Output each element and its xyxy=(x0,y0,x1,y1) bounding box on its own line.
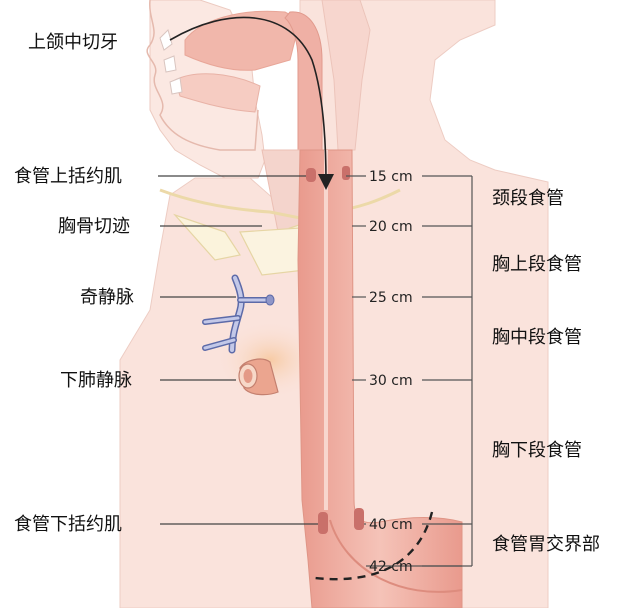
label-inferior-pulmonary-vein: 下肺静脉 xyxy=(60,370,132,391)
segment-cervical: 颈段食管 xyxy=(492,188,564,209)
distance-30cm: 30 cm xyxy=(369,373,413,389)
right-leader-lines xyxy=(346,175,473,567)
pulmonary-vein-shape xyxy=(238,358,279,396)
label-upper-incisors: 上颌中切牙 xyxy=(28,32,118,53)
esophagus-shape xyxy=(297,149,463,608)
distance-15cm: 15 cm xyxy=(369,169,413,185)
distance-20cm: 20 cm xyxy=(369,219,413,235)
distance-25cm: 25 cm xyxy=(369,290,413,306)
azygos-vein-shape xyxy=(202,274,275,354)
distance-42cm: 42 cm xyxy=(369,559,413,575)
upper-sphincter-marker xyxy=(306,168,316,182)
label-lower-sphincter: 食管下括约肌 xyxy=(14,514,122,535)
segment-junction: 食管胃交界部 xyxy=(492,534,600,555)
left-leader-lines xyxy=(158,175,318,525)
label-sternal-notch: 胸骨切迹 xyxy=(58,216,130,237)
lower-sphincter-marker xyxy=(318,512,328,534)
measurement-arrow xyxy=(169,16,334,190)
label-azygos-vein: 奇静脉 xyxy=(80,287,134,308)
segment-middle-thoracic: 胸中段食管 xyxy=(492,327,582,348)
label-upper-sphincter: 食管上括约肌 xyxy=(14,166,122,187)
segment-upper-thoracic: 胸上段食管 xyxy=(492,254,582,275)
segment-lower-thoracic: 胸下段食管 xyxy=(492,440,582,461)
ge-junction-dashed-line xyxy=(314,511,434,581)
distance-40cm: 40 cm xyxy=(369,517,413,533)
